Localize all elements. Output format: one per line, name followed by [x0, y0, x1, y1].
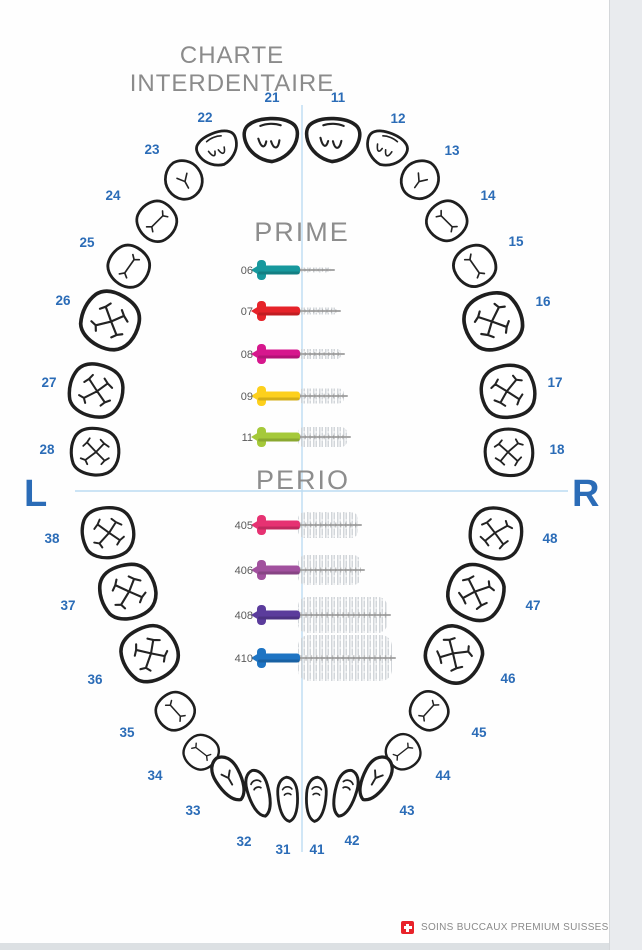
tooth-label-16: 16 [535, 294, 551, 309]
tooth-38 [76, 502, 140, 564]
side-left-label: L [24, 473, 47, 515]
tooth-25 [99, 236, 159, 296]
brush-size-label: 09 [241, 391, 253, 403]
footer-brand: SOINS BUCCAUX PREMIUM SUISSES [401, 921, 609, 934]
brush-size-label: 406 [235, 565, 253, 577]
tooth-label-32: 32 [236, 834, 251, 849]
tooth-label-41: 41 [309, 842, 325, 857]
tooth-18 [482, 426, 536, 479]
tooth-label-27: 27 [41, 375, 56, 390]
tooth-label-14: 14 [480, 188, 496, 203]
tooth-label-36: 36 [87, 672, 103, 687]
brush-prime-06: 06 [241, 260, 335, 280]
page-title: CHARTE INTERDENTAIRE [129, 42, 335, 97]
tooth-label-25: 25 [79, 235, 95, 250]
tooth-label-13: 13 [444, 143, 460, 158]
tooth-label-45: 45 [471, 725, 487, 740]
brush-prime-09: 09 [241, 386, 348, 406]
tooth-27 [62, 357, 130, 424]
tooth-16 [453, 282, 533, 361]
tooth-31 [274, 774, 301, 824]
tooth-24 [127, 192, 186, 251]
tooth-41 [303, 774, 330, 824]
brush-size-label: 408 [235, 610, 253, 622]
brush-size-label: 08 [241, 349, 253, 361]
tooth-26 [70, 281, 150, 360]
tooth-label-46: 46 [500, 671, 516, 686]
tooth-label-35: 35 [119, 725, 135, 740]
tooth-label-31: 31 [275, 842, 291, 857]
brush-prime-07: 07 [241, 301, 341, 321]
tooth-label-37: 37 [60, 598, 75, 613]
tooth-22 [191, 124, 245, 174]
tooth-46 [414, 615, 494, 694]
brush-perio-408: 408 [235, 597, 391, 633]
tooth-23 [156, 151, 211, 208]
tooth-label-38: 38 [44, 531, 60, 546]
tooth-label-12: 12 [390, 111, 405, 126]
tooth-label-17: 17 [547, 375, 562, 390]
tooth-36 [110, 614, 190, 693]
brush-prime-11: 11 [242, 427, 351, 447]
tooth-47 [438, 555, 513, 629]
tooth-14 [417, 191, 476, 250]
page-edge-bottom [0, 943, 642, 950]
tooth-13 [392, 151, 448, 208]
tooth-12 [359, 124, 413, 174]
tooth-label-22: 22 [197, 110, 212, 125]
tooth-label-34: 34 [147, 768, 163, 783]
tooth-label-21: 21 [264, 90, 280, 105]
brush-size-label: 410 [235, 653, 253, 665]
tooth-label-33: 33 [185, 803, 201, 818]
section-title-perio: PERIO [256, 465, 350, 495]
tooth-32 [240, 766, 277, 821]
brush-perio-406: 406 [235, 555, 365, 585]
tooth-15 [445, 236, 505, 296]
tooth-label-11: 11 [331, 90, 346, 105]
tooth-label-42: 42 [344, 833, 359, 848]
brush-size-label: 06 [241, 265, 253, 277]
brush-size-label: 405 [235, 520, 253, 532]
tooth-label-28: 28 [39, 442, 55, 457]
swiss-flag-icon [401, 921, 414, 934]
tooth-28 [68, 425, 122, 478]
tooth-label-15: 15 [508, 234, 524, 249]
brush-perio-405: 405 [235, 512, 362, 538]
tooth-11 [303, 115, 363, 165]
tooth-label-48: 48 [542, 531, 558, 546]
brush-size-label: 07 [241, 306, 253, 318]
tooth-label-24: 24 [105, 188, 121, 203]
side-right-label: R [572, 473, 599, 515]
tooth-37 [91, 555, 165, 629]
footer-brand-text: SOINS BUCCAUX PREMIUM SUISSES [421, 922, 609, 933]
tooth-17 [474, 358, 542, 425]
brush-size-label: 11 [242, 432, 253, 444]
tooth-45 [401, 683, 457, 739]
tooth-label-44: 44 [435, 768, 451, 783]
tooth-label-47: 47 [525, 598, 540, 613]
brush-prime-08: 08 [241, 344, 345, 364]
tooth-48 [464, 502, 527, 564]
tooth-label-18: 18 [549, 442, 565, 457]
brush-perio-410: 410 [235, 635, 396, 681]
tooth-label-23: 23 [144, 142, 160, 157]
page-edge-right [609, 0, 642, 950]
tooth-42 [327, 766, 364, 821]
tooth-label-43: 43 [399, 803, 415, 818]
section-title-prime: PRIME [254, 217, 350, 247]
tooth-21 [241, 115, 301, 165]
tooth-label-26: 26 [55, 293, 71, 308]
tooth-35 [147, 683, 203, 739]
